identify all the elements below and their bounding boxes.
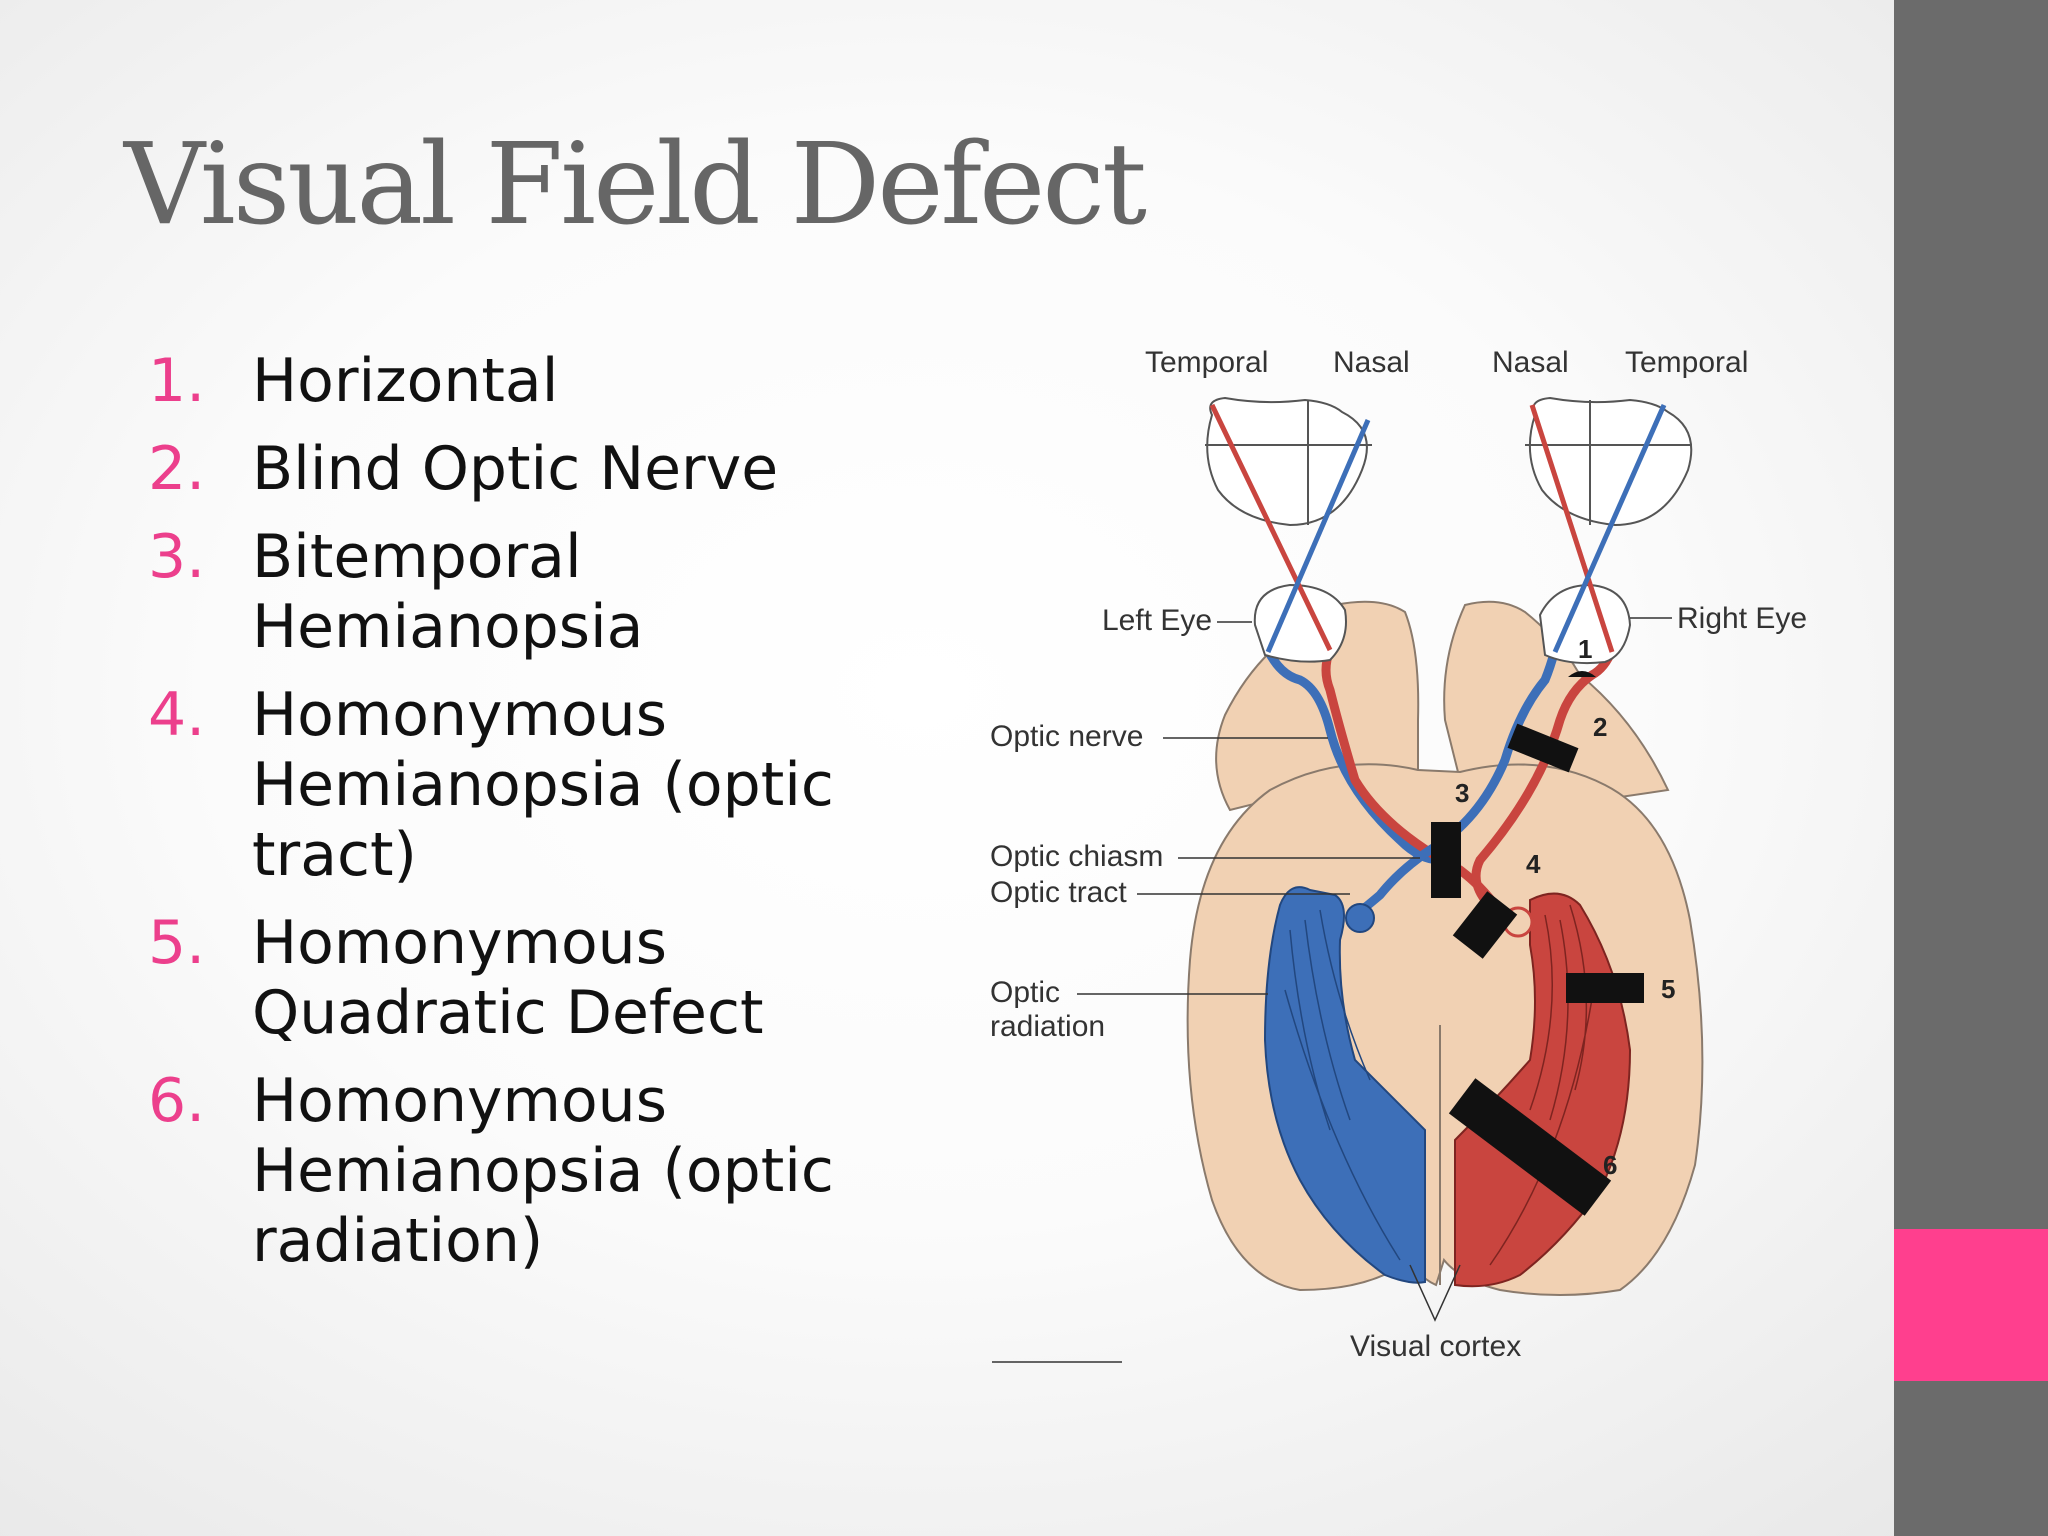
left-red-ray	[1209, 403, 1333, 652]
list-item: 6. Homonymous Hemianopsia (optic radiati…	[148, 1066, 868, 1276]
list-text: Homonymous	[252, 908, 667, 978]
label-left-eye: Left Eye	[1102, 604, 1212, 637]
label-nasal-left: Nasal	[1333, 346, 1410, 379]
list-text: Hemianopsia (optic	[252, 750, 834, 820]
list-item: 1. Horizontal	[148, 346, 868, 416]
visual-pathway-svg: Temporal Nasal Nasal Temporal Left Eye R…	[990, 346, 1807, 1363]
list-number: 6.	[148, 1066, 206, 1136]
left-blue-ray	[1265, 419, 1371, 653]
lesion-6-marker	[1448, 1078, 1612, 1216]
list-item: 4. Homonymous Hemianopsia (optic tract)	[148, 680, 868, 890]
leader-lines	[992, 617, 1672, 1363]
list-number: 3.	[148, 522, 206, 592]
list-text: radiation)	[252, 1206, 544, 1276]
label-nasal-right: Nasal	[1492, 346, 1569, 379]
red-radiation-fibers	[1489, 904, 1596, 1266]
list-text: Horizontal	[252, 346, 559, 416]
lesion-6-number: 6	[1603, 1150, 1617, 1180]
lesion-1-number: 1	[1578, 634, 1592, 664]
list-number: 5.	[148, 908, 206, 978]
list-text: Hemianopsia	[252, 592, 644, 662]
lesion-5-marker	[1566, 973, 1644, 1003]
lesion-3-marker	[1431, 822, 1461, 898]
lesion-4-number: 4	[1526, 849, 1541, 879]
label-visual-cortex: Visual cortex	[1350, 1330, 1521, 1363]
list-text: tract)	[252, 820, 417, 890]
slide-title: Visual Field Defect	[124, 120, 1147, 250]
lesion-2-marker	[1507, 723, 1579, 773]
blue-optic-radiation	[1263, 886, 1426, 1284]
lesion-4-marker	[1452, 891, 1518, 959]
list-item: 2. Blind Optic Nerve	[148, 434, 868, 504]
sidebar-accent-block	[1894, 1229, 2048, 1381]
label-optic-nerve: Optic nerve	[990, 720, 1143, 753]
label-optic-tract: Optic tract	[990, 876, 1127, 909]
list-text: Bitemporal	[252, 522, 582, 592]
list-number: 1.	[148, 346, 206, 416]
lesion-3-number: 3	[1455, 778, 1469, 808]
left-eyeball	[1253, 583, 1347, 663]
label-optic-radiation-line2: radiation	[990, 1010, 1105, 1043]
blue-radiation-fibers	[1284, 909, 1401, 1261]
list-text: Hemianopsia (optic	[252, 1136, 834, 1206]
label-temporal-left: Temporal	[1145, 346, 1268, 379]
label-right-eye: Right Eye	[1677, 602, 1807, 635]
list-item: 5. Homonymous Quadratic Defect	[148, 908, 868, 1048]
lesion-2-number: 2	[1593, 712, 1607, 742]
label-optic-radiation-line1: Optic	[990, 976, 1060, 1009]
brain-right-frontal-lobe	[1443, 600, 1670, 802]
left-lgn	[1345, 903, 1375, 933]
lesion-5-number: 5	[1661, 974, 1675, 1004]
defect-list: 1. Horizontal 2. Blind Optic Nerve 3. Bi…	[148, 346, 868, 1294]
label-temporal-right: Temporal	[1625, 346, 1748, 379]
list-number: 4.	[148, 680, 206, 750]
right-red-ray	[1529, 404, 1615, 653]
list-item: 3. Bitemporal Hemianopsia	[148, 522, 868, 662]
list-text: Quadratic Defect	[252, 978, 764, 1048]
right-blue-ray	[1552, 403, 1667, 654]
left-optic-nerve-blue	[1263, 647, 1441, 865]
right-optic-nerve-blue	[1352, 648, 1560, 919]
list-text: Homonymous	[252, 680, 667, 750]
left-visual-field	[1205, 396, 1372, 527]
list-text: Blind Optic Nerve	[252, 434, 779, 504]
left-optic-nerve-red	[1321, 648, 1499, 908]
list-number: 2.	[148, 434, 206, 504]
lesion-1-marker	[1568, 671, 1596, 677]
visual-pathway-diagram: Temporal Nasal Nasal Temporal Left Eye R…	[970, 320, 1850, 1380]
list-text: Homonymous	[252, 1066, 667, 1136]
label-optic-chiasm: Optic chiasm	[990, 840, 1163, 873]
